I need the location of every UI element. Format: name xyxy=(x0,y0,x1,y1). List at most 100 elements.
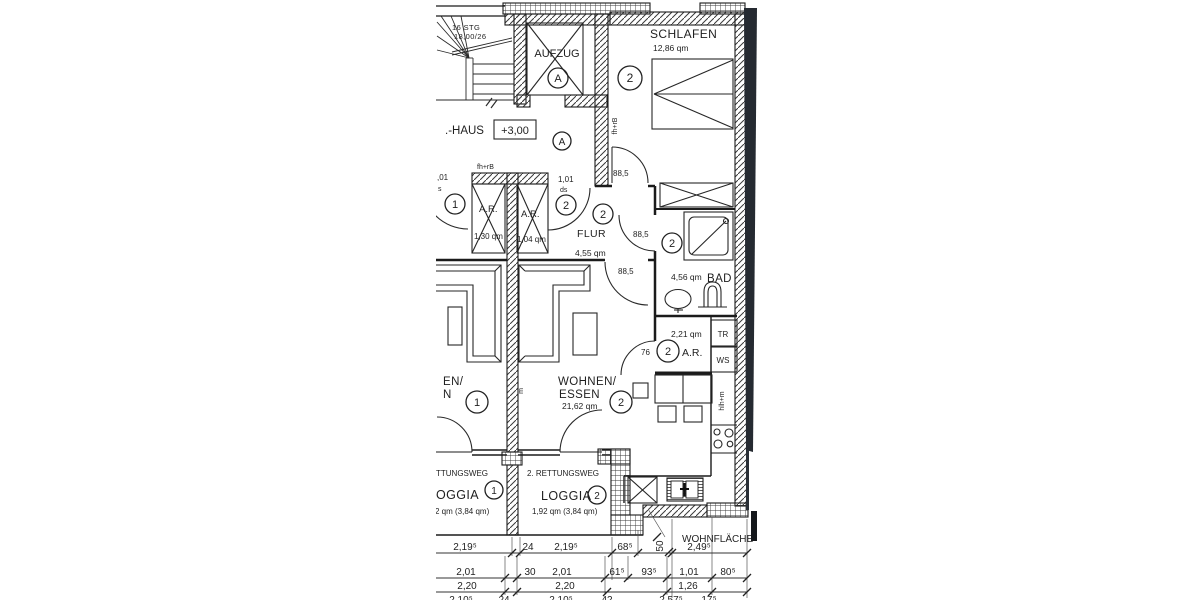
wohnen-door-width: 88,5 xyxy=(618,267,634,276)
shower xyxy=(683,211,734,261)
hall-window-label: fh+rB xyxy=(477,164,494,171)
wardrobe xyxy=(659,182,734,208)
svg-text:2,49⁵: 2,49⁵ xyxy=(687,542,711,553)
ar-name: A.R. xyxy=(682,347,702,359)
svg-text:30: 30 xyxy=(524,567,536,578)
svg-text:24: 24 xyxy=(498,595,510,600)
svg-text:42: 42 xyxy=(601,595,613,600)
svg-text:2,20: 2,20 xyxy=(457,581,477,592)
loggia-left-escape: TTUNGSWEG xyxy=(436,469,488,478)
svg-text:2,57⁵: 2,57⁵ xyxy=(659,595,683,600)
loggia-right-door-arc xyxy=(559,409,603,453)
dimension-extension-lines xyxy=(504,517,748,598)
schlafen-window-label: fh+rB xyxy=(612,117,619,134)
svg-text:1,01: 1,01 xyxy=(679,567,699,578)
entry1-sub: s xyxy=(438,186,442,193)
dim-offset50: 50 xyxy=(655,540,666,552)
wohnen-left-name2: N xyxy=(443,389,452,401)
stair-hall-label: .-HAUS xyxy=(445,125,484,137)
svg-text:A: A xyxy=(554,73,562,85)
svg-text:24: 24 xyxy=(522,542,534,553)
svg-text:17⁵: 17⁵ xyxy=(701,595,716,600)
svg-text:2,19⁵: 2,19⁵ xyxy=(453,542,477,553)
ar-area: 2,21 qm xyxy=(671,329,702,339)
svg-text:2: 2 xyxy=(563,200,569,212)
schlafen-name: SCHLAFEN xyxy=(650,27,717,41)
flur-name: FLUR xyxy=(577,228,606,240)
dryer-box: TR xyxy=(710,319,738,347)
closet2-name: A.R. xyxy=(521,209,539,220)
loggia-left-door-arc xyxy=(436,416,473,453)
loggia-right-badge: 2 xyxy=(587,485,607,505)
bad-area: 4,56 qm xyxy=(671,272,702,282)
kitchen-sink xyxy=(666,477,704,502)
svg-text:WS: WS xyxy=(717,356,730,365)
svg-text:2,10⁵: 2,10⁵ xyxy=(549,595,573,600)
wohnen-name1: WOHNEN/ xyxy=(558,376,617,388)
wohnflaeche-heading: WOHNFLÄCHE xyxy=(682,533,753,545)
svg-text:2,10⁵: 2,10⁵ xyxy=(449,595,473,600)
loggia-masonry-walls xyxy=(597,448,749,536)
washer-box: WS xyxy=(710,346,738,373)
wohnen-area: 21,62 qm xyxy=(562,401,597,411)
svg-text:2,01: 2,01 xyxy=(456,567,476,578)
stairs-rise-label: 18,00/26 xyxy=(454,32,486,41)
svg-text:68⁵: 68⁵ xyxy=(617,542,632,553)
staircase xyxy=(436,15,514,109)
svg-text:1: 1 xyxy=(491,486,497,497)
wohnen-door-arc xyxy=(604,261,649,306)
closet1-name: A.R. xyxy=(479,204,497,215)
svg-text:2: 2 xyxy=(618,397,624,409)
svg-text:+3,00: +3,00 xyxy=(501,125,529,137)
cooktop xyxy=(713,428,734,449)
level-marker: +3,00 xyxy=(493,119,537,140)
svg-text:2,20: 2,20 xyxy=(555,581,575,592)
dimension-ticks xyxy=(500,532,752,597)
wohnen-left-badge: 1 xyxy=(465,390,489,414)
kitchen-cabinet-x xyxy=(627,476,658,504)
entry2-type: ds xyxy=(560,187,568,194)
stairs-steps-label: 16 STG xyxy=(452,23,480,32)
elevator-label: AUFZUG xyxy=(534,48,579,60)
ar-door-width: 76 xyxy=(641,348,650,357)
loggia-leader-line xyxy=(647,508,666,538)
elevator-badge: A xyxy=(547,67,569,89)
kitchen-column-label: hlh+m xyxy=(719,391,726,410)
entry2-dim: 1,01 xyxy=(558,175,574,184)
svg-text:61⁵: 61⁵ xyxy=(609,567,624,578)
svg-text:2,19⁵: 2,19⁵ xyxy=(554,542,578,553)
loggia-left-badge: 1 xyxy=(484,480,504,500)
wohnen-name2: ESSEN xyxy=(559,389,600,401)
svg-text:1: 1 xyxy=(474,397,480,409)
svg-text:1: 1 xyxy=(452,199,458,211)
closet2-area: 1,04 qm xyxy=(517,235,546,244)
svg-text:1,26: 1,26 xyxy=(678,581,698,592)
loggia-left-area: 2 qm (3,84 qm) xyxy=(435,507,490,516)
svg-text:2: 2 xyxy=(594,491,600,502)
flur-walls xyxy=(436,184,657,341)
closet2-badge: 2 xyxy=(555,194,577,216)
hall-badge: A xyxy=(552,131,572,151)
svg-text:A: A xyxy=(559,137,566,148)
flur-badge: 2 xyxy=(592,203,614,225)
bad-badge: 2 xyxy=(661,232,683,254)
sofa-left xyxy=(436,264,502,363)
svg-text:93⁵: 93⁵ xyxy=(641,567,656,578)
svg-text:2: 2 xyxy=(669,238,675,250)
svg-text:80⁵: 80⁵ xyxy=(720,567,735,578)
ar-door-arc xyxy=(620,340,656,376)
apartment2-entry-door-arc xyxy=(547,187,591,231)
entry1-dim: ,01 xyxy=(437,173,449,182)
loggia-right-name: LOGGIA xyxy=(541,489,592,503)
wohnen-wall-label: m xyxy=(518,388,525,394)
apartment1-entry-door-arc xyxy=(436,215,469,230)
elevator-shaft-walls xyxy=(513,13,609,187)
schlafen-door-arc xyxy=(611,146,649,184)
elevator-car xyxy=(526,22,584,96)
washbasin xyxy=(664,288,692,313)
schlafen-area: 12,86 qm xyxy=(653,43,688,53)
dining-table xyxy=(632,374,713,423)
loggia-left-name: OGGIA xyxy=(436,488,479,502)
